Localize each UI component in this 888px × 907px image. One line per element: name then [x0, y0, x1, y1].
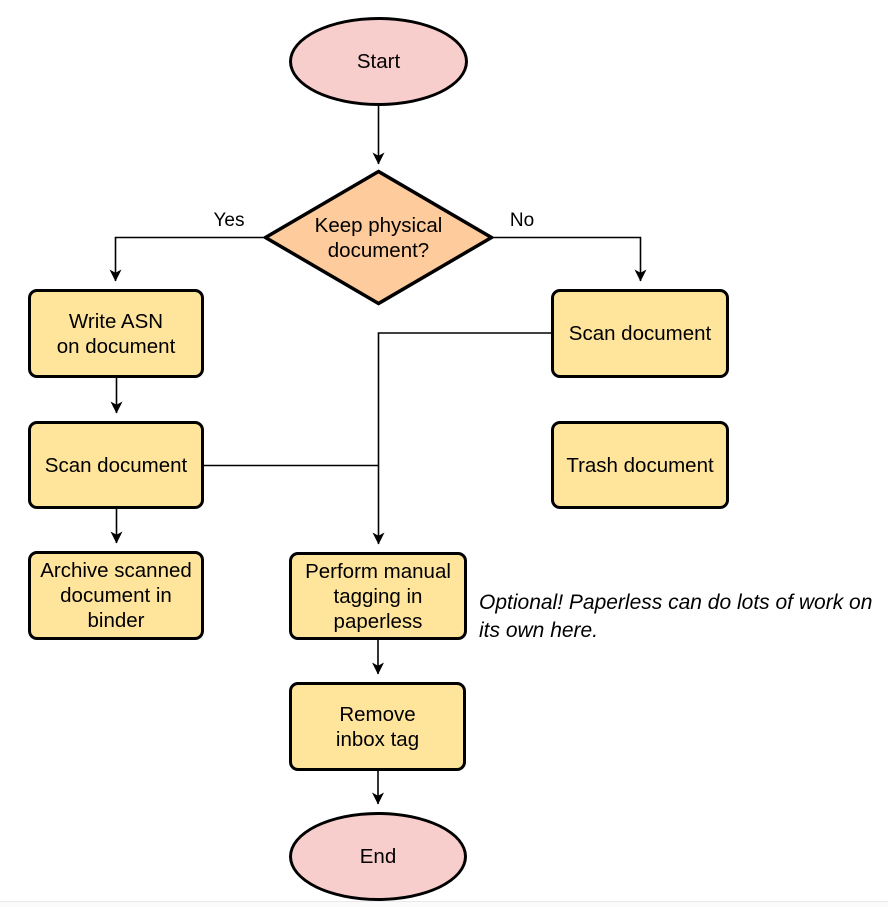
node-end-label: End	[359, 845, 397, 868]
node-end: End	[289, 812, 467, 901]
node-tagging-label: Perform manual tagging in paperless	[305, 559, 451, 633]
node-write-asn: Write ASN on document	[28, 289, 204, 378]
node-remove-inbox-tag: Remove inbox tag	[289, 682, 466, 771]
node-archive-label: Archive scanned document in binder	[40, 559, 192, 632]
node-scan-document-no-branch: Scan document	[551, 289, 729, 378]
node-write-asn-label: Write ASN on document	[56, 309, 176, 358]
node-manual-tagging: Perform manual tagging in paperless	[289, 552, 467, 640]
page-bottom-divider	[0, 901, 888, 907]
node-scan-document-keep-branch: Scan document	[28, 421, 204, 509]
node-scan-no-label: Scan document	[568, 322, 712, 345]
node-start: Start	[289, 17, 468, 106]
node-scan-keep-label: Scan document	[44, 453, 188, 477]
node-decision: Keep physical document?	[288, 200, 469, 275]
edge-label-yes: Yes	[213, 210, 245, 231]
node-trash-label: Trash document	[566, 453, 714, 477]
edge-decision-yes	[109, 236, 263, 282]
node-trash-document: Trash document	[551, 421, 729, 509]
edge-scan-no-to-tagging	[372, 332, 551, 545]
node-decision-label: Keep physical document?	[314, 213, 443, 262]
node-start-label: Start	[356, 50, 401, 73]
node-archive-binder: Archive scanned document in binder	[28, 551, 204, 640]
edge-decision-no	[494, 236, 647, 282]
decision-diamond-shape	[262, 169, 495, 306]
annotation-note: Optional! Paperless can do lots of work …	[479, 591, 873, 642]
node-remove-tag-label: Remove inbox tag	[335, 702, 420, 751]
edge-label-no: No	[509, 210, 535, 231]
